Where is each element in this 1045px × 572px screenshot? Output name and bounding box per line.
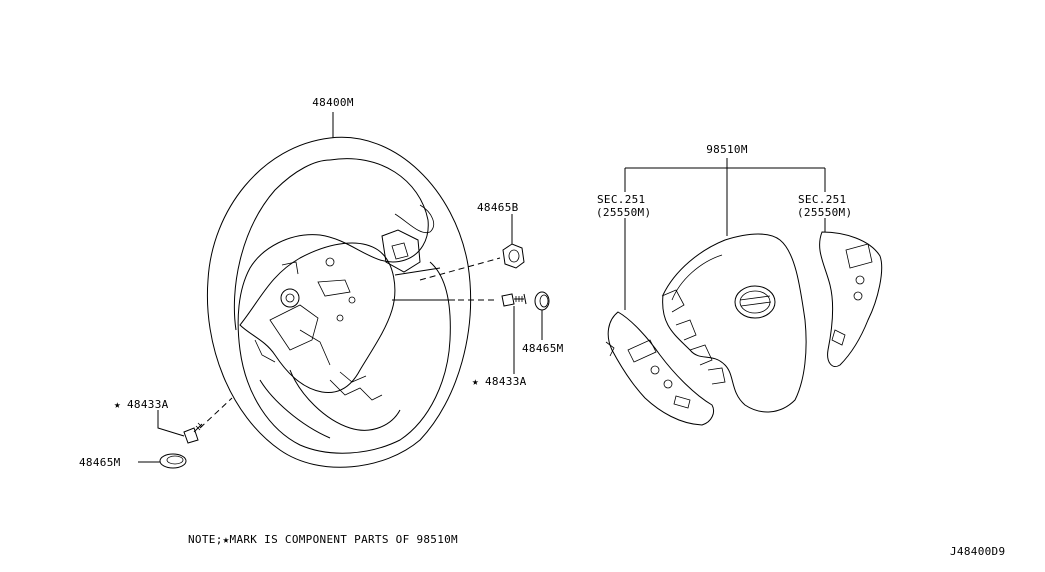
nut-leader bbox=[419, 257, 501, 281]
label-sec-right-part: (25550M) bbox=[797, 206, 852, 219]
label-sec-left-part: (25550M) bbox=[596, 206, 651, 219]
airbag-module-drawing bbox=[661, 233, 807, 413]
label-48465m-right: 48465M bbox=[522, 342, 564, 355]
diagram-code: J48400D9 bbox=[950, 545, 1005, 558]
leader-lines bbox=[138, 112, 826, 463]
nut-48465b-drawing bbox=[502, 243, 525, 269]
label-sec-left: SEC.251 bbox=[597, 193, 645, 206]
left-switch-drawing bbox=[605, 311, 715, 426]
star-marker-left: ★ bbox=[114, 398, 121, 411]
star-marker-right: ★ bbox=[472, 375, 479, 388]
bolt-left-drawing bbox=[183, 422, 203, 444]
label-98510m: 98510M bbox=[706, 143, 748, 156]
label-48400m: 48400M bbox=[312, 96, 354, 109]
label-48433a-right: 48433A bbox=[485, 375, 527, 388]
bolt-right-drawing bbox=[501, 293, 527, 307]
label-sec-right: SEC.251 bbox=[798, 193, 846, 206]
note-text: NOTE;★MARK IS COMPONENT PARTS OF 98510M bbox=[188, 533, 458, 546]
steering-wheel-drawing bbox=[206, 136, 471, 468]
label-48433a-left: 48433A bbox=[127, 398, 169, 411]
left-bolt-leader bbox=[199, 397, 233, 429]
cap-right-drawing bbox=[534, 291, 550, 311]
cap-left-drawing bbox=[159, 453, 187, 469]
label-48465b: 48465B bbox=[477, 201, 519, 214]
right-switch-drawing bbox=[819, 231, 883, 367]
label-48465m-left: 48465M bbox=[79, 456, 121, 469]
